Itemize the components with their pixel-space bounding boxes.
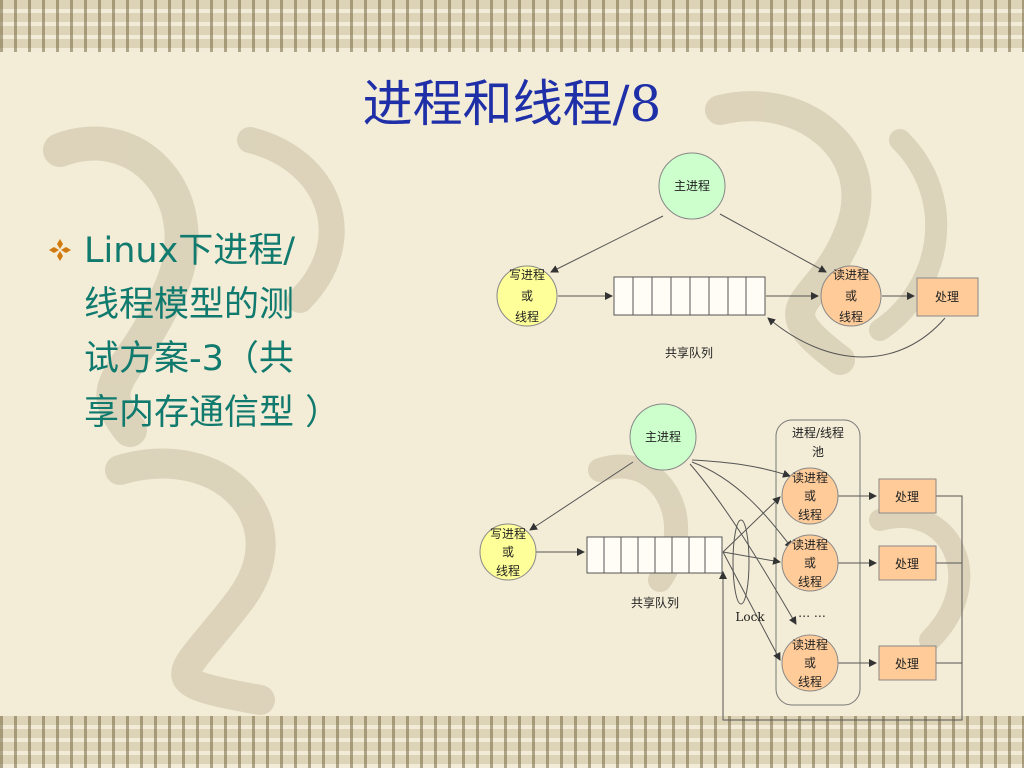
node-label: 读进程 <box>833 267 869 282</box>
node-label: 线程 <box>496 563 520 578</box>
process-return-path <box>719 495 963 721</box>
pool-process-box-2: 处理 <box>878 545 937 581</box>
top-shared-queue <box>613 276 766 316</box>
node-label: 读进程 <box>792 637 828 652</box>
bullet-line: 试方案-3（共 <box>84 339 294 379</box>
bottom-queue-label: 共享队列 <box>631 595 679 610</box>
top-border-band <box>0 0 1024 52</box>
bullet-text: Linux下进程/ 线程模型的测 试方案-3（共 享内存通信型 ） <box>84 224 384 440</box>
node-label: 线程 <box>515 309 539 324</box>
queue-to-reader3-arrow <box>722 551 781 661</box>
bottom-main-process-node: 主进程 <box>629 403 697 471</box>
queue-to-reader2-arrow <box>722 551 781 565</box>
main-to-reader2-arrow <box>691 461 793 549</box>
pool-reader-node-2: 读进程 或 线程 <box>781 534 839 592</box>
bottom-diagram: 进程/线程 池 Lock 主进程 <box>479 403 963 721</box>
top-writer-node: 写进程 或 线程 <box>496 265 558 327</box>
queue-to-reader1-arrow <box>722 496 781 553</box>
top-reader-node: 读进程 或 线程 <box>820 265 882 327</box>
node-label: 写进程 <box>490 526 526 541</box>
lock-ellipse <box>732 519 750 605</box>
bottom-writer-node: 写进程 或 线程 <box>479 523 537 581</box>
pool-label: 池 <box>812 445 824 459</box>
node-label: 或 <box>502 545 514 559</box>
top-queue-label: 共享队列 <box>665 345 713 360</box>
bullet-line: Linux下进程/ <box>84 231 296 271</box>
node-label: 线程 <box>798 674 822 689</box>
lock-label: Lock <box>735 610 765 624</box>
node-label: 处理 <box>895 557 919 571</box>
bullet-line: 线程模型的测 <box>84 285 295 325</box>
bullet-line: 享内存通信型 ） <box>84 393 341 433</box>
node-label: 线程 <box>798 574 822 589</box>
bottom-border-band <box>0 716 1024 768</box>
node-label: 或 <box>804 556 816 570</box>
main-to-reader1-arrow <box>691 459 791 478</box>
pool-process-box-1: 处理 <box>878 478 937 514</box>
main-to-writer-arrow <box>550 215 664 273</box>
pool-process-box-3: 处理 <box>878 645 937 681</box>
node-label: 处理 <box>895 657 919 671</box>
node-label: 处理 <box>935 290 959 304</box>
pool-reader-node-3: 读进程 或 线程 <box>781 634 839 692</box>
node-label: 写进程 <box>509 267 545 282</box>
node-label: 或 <box>804 489 816 503</box>
slide-title: 进程和线程/8 <box>362 75 662 133</box>
node-label: 主进程 <box>674 178 710 193</box>
bottom-shared-queue <box>586 536 723 574</box>
node-label: 主进程 <box>645 429 681 444</box>
process-return-arrow <box>767 317 946 358</box>
diamond-bullet-icon <box>49 239 71 261</box>
top-main-process-node: 主进程 <box>658 152 726 220</box>
pool-reader-node-1: 读进程 或 线程 <box>781 467 839 525</box>
top-process-box: 处理 <box>916 277 979 317</box>
main-to-writer-arrow <box>529 461 634 531</box>
node-label: 读进程 <box>792 537 828 552</box>
node-label: 读进程 <box>792 470 828 485</box>
main-to-reader-arrow <box>719 213 827 273</box>
node-label: 线程 <box>798 507 822 522</box>
pool-ellipsis: … … <box>798 606 826 620</box>
node-label: 线程 <box>839 309 863 324</box>
pool-label: 进程/线程 <box>792 425 844 440</box>
node-label: 或 <box>845 289 857 303</box>
node-label: 或 <box>804 656 816 670</box>
top-diagram: 主进程 写进程 或 线程 共享队列 读进程 <box>496 152 979 360</box>
node-label: 或 <box>521 289 533 303</box>
node-label: 处理 <box>895 490 919 504</box>
